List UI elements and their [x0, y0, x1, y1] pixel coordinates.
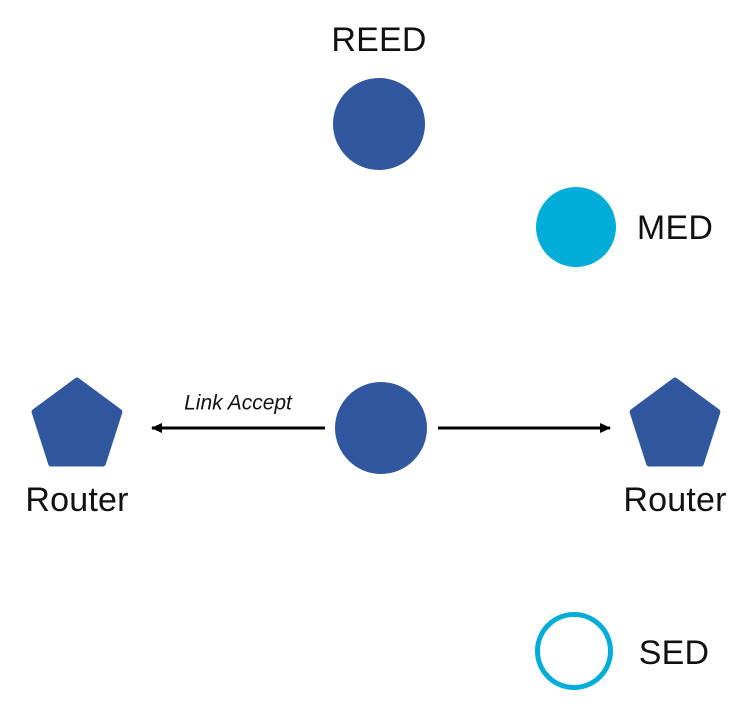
node-reed[interactable]: [333, 78, 425, 170]
edge-label-link-accept: Link Accept: [184, 391, 292, 415]
node-sed-label: SED: [638, 634, 710, 672]
node-reed-label: REED: [331, 21, 427, 59]
node-med[interactable]: [536, 187, 616, 267]
node-router-left[interactable]: [31, 377, 123, 467]
node-leader[interactable]: [335, 382, 427, 474]
node-router-right[interactable]: [629, 377, 721, 467]
node-router-left-label: Router: [25, 481, 129, 519]
node-router-right-label: Router: [623, 481, 727, 519]
pentagon-icon: [629, 377, 721, 467]
pentagon-icon: [31, 377, 123, 467]
node-sed[interactable]: [535, 612, 613, 690]
node-med-label: MED: [636, 209, 714, 247]
